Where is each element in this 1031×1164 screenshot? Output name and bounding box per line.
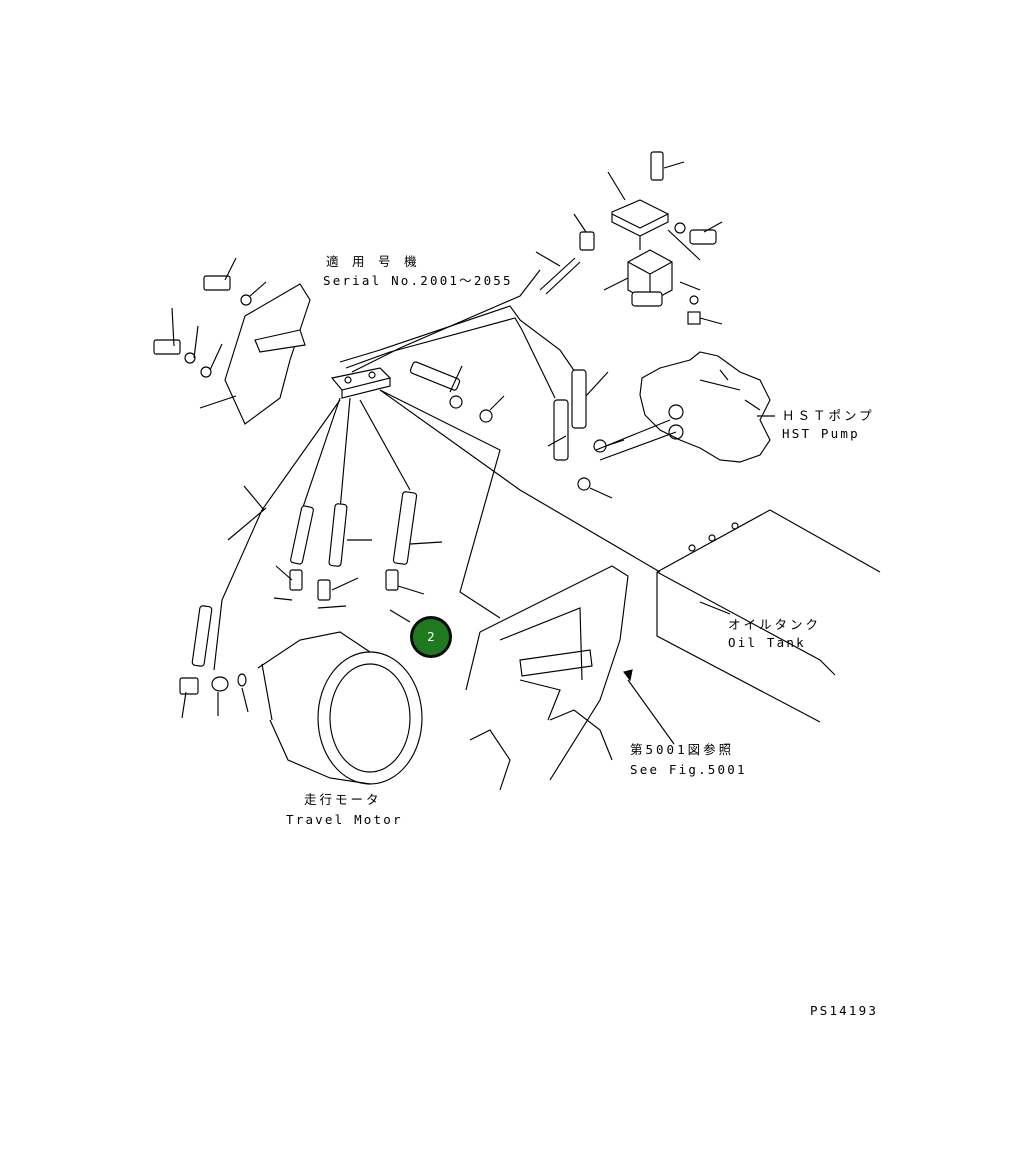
mounting-bracket bbox=[153, 257, 311, 425]
see-figure-label-en: See Fig.5001 bbox=[630, 762, 747, 777]
manifold-and-hoses bbox=[213, 269, 677, 671]
serial-label-en: Serial No.2001～2055 bbox=[323, 273, 513, 288]
see-figure-label-jp: 第5001図参照 bbox=[630, 742, 735, 757]
serial-label-jp: 適 用 号 機 bbox=[326, 254, 420, 269]
oil-tank bbox=[656, 509, 881, 723]
hst-pump bbox=[639, 351, 775, 463]
travel-motor-label-jp: 走行モータ bbox=[304, 792, 382, 807]
motor-hoses bbox=[191, 485, 443, 667]
frame-structure bbox=[465, 565, 675, 791]
part-callout-marker[interactable]: 2 bbox=[410, 616, 452, 658]
callout-number: 2 bbox=[427, 630, 435, 644]
hst-pump-label-jp: ＨＳＴポンプ bbox=[782, 408, 875, 423]
travel-motor bbox=[179, 631, 423, 785]
travel-motor-label-en: Travel Motor bbox=[286, 812, 403, 827]
oil-tank-label-en: Oil Tank bbox=[728, 635, 806, 650]
oil-tank-label-jp: オイルタンク bbox=[728, 617, 822, 632]
drawing-number: PS14193 bbox=[810, 1003, 879, 1018]
valve-assembly bbox=[535, 151, 723, 325]
hst-pump-label-en: HST Pump bbox=[782, 426, 860, 441]
